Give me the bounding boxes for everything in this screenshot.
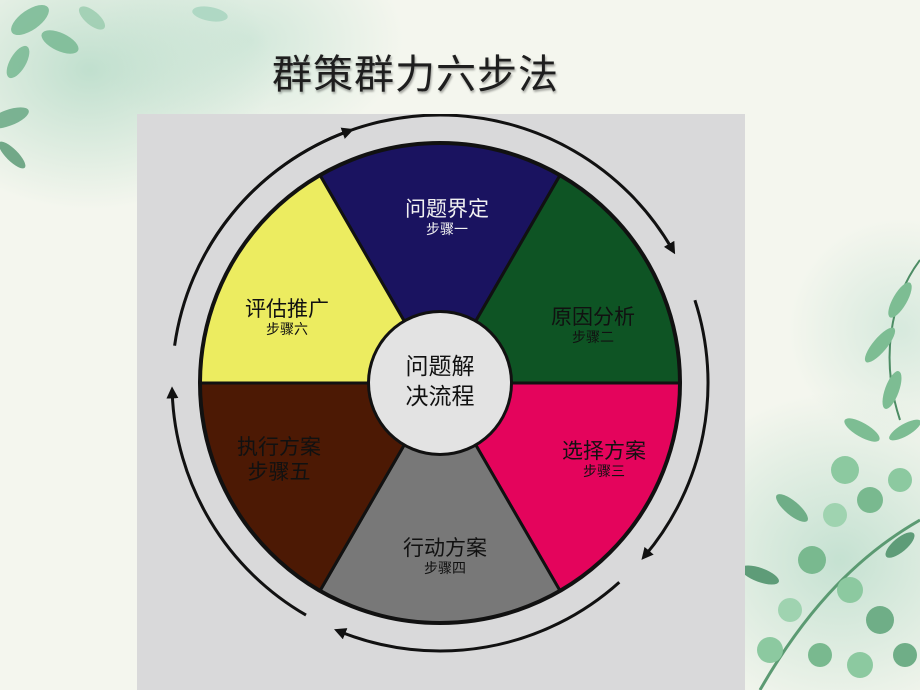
- cycle-arrow: [166, 386, 307, 617]
- segment-step: 步骤四: [424, 561, 466, 578]
- segment-label-choose-solution: 选择方案 步骤三: [562, 439, 646, 481]
- segment-step: 步骤一: [426, 222, 468, 239]
- cycle-arrow: [173, 127, 354, 346]
- segment-name: 评估推广: [245, 297, 329, 322]
- center-hub: [370, 313, 510, 453]
- wheel-outline: [198, 141, 682, 625]
- segment-step: 步骤二: [572, 330, 614, 347]
- bottom-right-leaves: [741, 456, 920, 690]
- cycle-arrow: [641, 299, 710, 560]
- segment-step: 步骤六: [266, 322, 308, 339]
- cycle-arrows: [166, 114, 710, 653]
- cycle-wheel: [166, 114, 710, 653]
- cycle-arrow: [334, 581, 621, 653]
- segment-label-execute-plan: 执行方案 步骤五: [237, 435, 321, 485]
- segment-name: 问题界定: [405, 197, 489, 222]
- center-label-line1: 问题解: [405, 354, 475, 381]
- segment-step: 步骤五: [247, 460, 311, 484]
- right-leaves: [844, 259, 920, 442]
- center-label: 问题解 决流程: [385, 353, 495, 413]
- segment-label-action-plan: 行动方案 步骤四: [403, 536, 487, 578]
- diagram-panel: 问题界定 步骤一 原因分析 步骤二 选择方案 步骤三 行动方案 步骤四 执行方案…: [137, 114, 745, 690]
- segment-name: 原因分析: [551, 305, 635, 330]
- segment-label-problem-definition: 问题界定 步骤一: [405, 197, 489, 239]
- center-label-line2: 决流程: [405, 384, 475, 410]
- segment-name: 执行方案: [237, 434, 321, 459]
- segment-label-evaluate-promote: 评估推广 步骤六: [245, 297, 329, 339]
- segment-step: 步骤三: [583, 464, 625, 481]
- segment-name: 行动方案: [403, 536, 487, 561]
- page-title: 群策群力六步法: [272, 52, 559, 98]
- top-left-leaves: [0, 4, 228, 169]
- segment-name: 选择方案: [562, 439, 646, 464]
- wheel-segments: [198, 141, 682, 625]
- segment-label-cause-analysis: 原因分析 步骤二: [551, 305, 635, 347]
